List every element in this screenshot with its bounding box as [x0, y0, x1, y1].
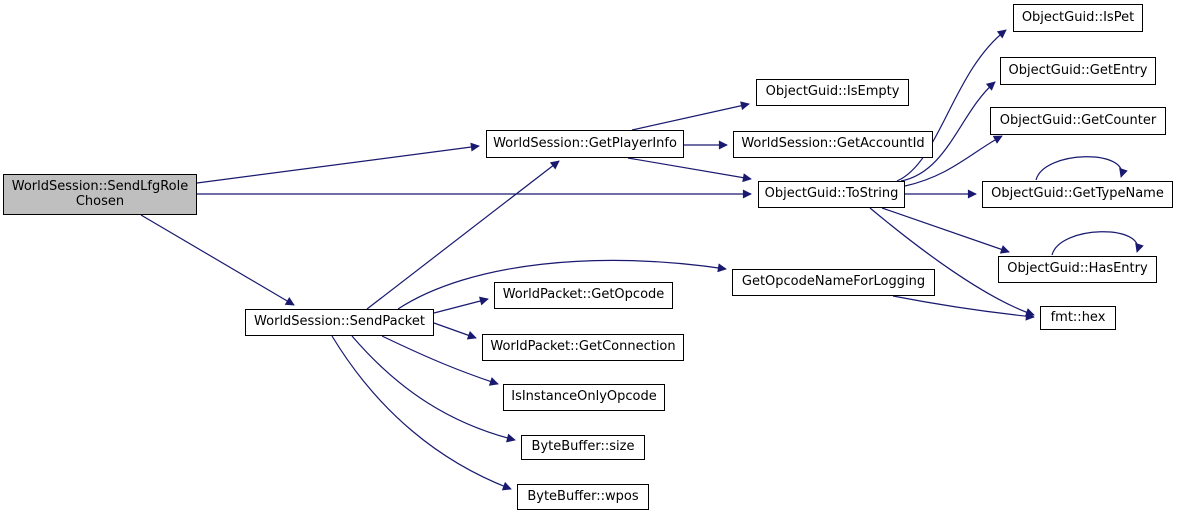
- node-objectguid-hasentry[interactable]: ObjectGuid::HasEntry: [998, 256, 1157, 283]
- edge-sendpacket-getopcodenameforlogging: [397, 259, 727, 310]
- edge-getopcodenameforlogging-fmthex: [892, 295, 1035, 321]
- edge-sendpacket-getplayerinfo: [366, 160, 560, 310]
- node-objectguid-isempty[interactable]: ObjectGuid::IsEmpty: [756, 79, 909, 106]
- node-bytebuffer-size[interactable]: ByteBuffer::size: [521, 435, 645, 460]
- edge-sendlfgrolechosen-getplayerinfo: [196, 142, 480, 184]
- node-getopcodenameforlogging[interactable]: GetOpcodeNameForLogging: [732, 269, 935, 296]
- edge-tostring-hasentry: [881, 207, 1010, 254]
- edge-sendpacket-isinstanceonlyopcode: [381, 335, 499, 386]
- node-worldsession-getplayerinfo[interactable]: WorldSession::GetPlayerInfo: [486, 130, 684, 158]
- edge-sendpacket-bytebuffersize: [351, 335, 516, 443]
- node-objectguid-ispet[interactable]: ObjectGuid::IsPet: [1013, 4, 1143, 32]
- node-objectguid-getcounter[interactable]: ObjectGuid::GetCounter: [990, 107, 1166, 135]
- edge-sendpacket-getopcode: [433, 296, 489, 314]
- edge-tostring-getcounter: [904, 135, 1003, 187]
- edge-getplayerinfo-isempty: [631, 101, 750, 131]
- node-fmt-hex[interactable]: fmt::hex: [1040, 306, 1116, 330]
- node-worldsession-getaccountid[interactable]: WorldSession::GetAccountId: [733, 131, 933, 158]
- node-worldsession-sendlfgrolechosen[interactable]: WorldSession::SendLfgRole Chosen: [3, 174, 197, 215]
- node-isinstanceonlyopcode[interactable]: IsInstanceOnlyOpcode: [503, 384, 665, 411]
- node-worldpacket-getconnection[interactable]: WorldPacket::GetConnection: [482, 334, 684, 361]
- node-objectguid-gettypename[interactable]: ObjectGuid::GetTypeName: [982, 181, 1173, 208]
- node-bytebuffer-wpos[interactable]: ByteBuffer::wpos: [517, 484, 649, 510]
- node-worldsession-sendpacket[interactable]: WorldSession::SendPacket: [245, 309, 434, 336]
- edge-getplayerinfo-tostring: [627, 157, 752, 183]
- edge-gettypename-self-loop: [1035, 156, 1128, 181]
- edge-tostring-ispet: [896, 29, 1007, 182]
- edge-tostring-getentry: [900, 81, 996, 182]
- node-worldpacket-getopcode[interactable]: WorldPacket::GetOpcode: [494, 282, 673, 309]
- edge-sendlfgrolechosen-sendpacket: [140, 214, 295, 306]
- node-objectguid-tostring[interactable]: ObjectGuid::ToString: [758, 181, 905, 208]
- edge-sendpacket-getconnection: [433, 322, 477, 340]
- edge-hasentry-self-loop: [1051, 231, 1144, 256]
- node-objectguid-getentry[interactable]: ObjectGuid::GetEntry: [1000, 57, 1156, 85]
- edge-sendpacket-bytebufferwpos: [331, 335, 512, 491]
- edge-tostring-fmthex: [869, 207, 1035, 317]
